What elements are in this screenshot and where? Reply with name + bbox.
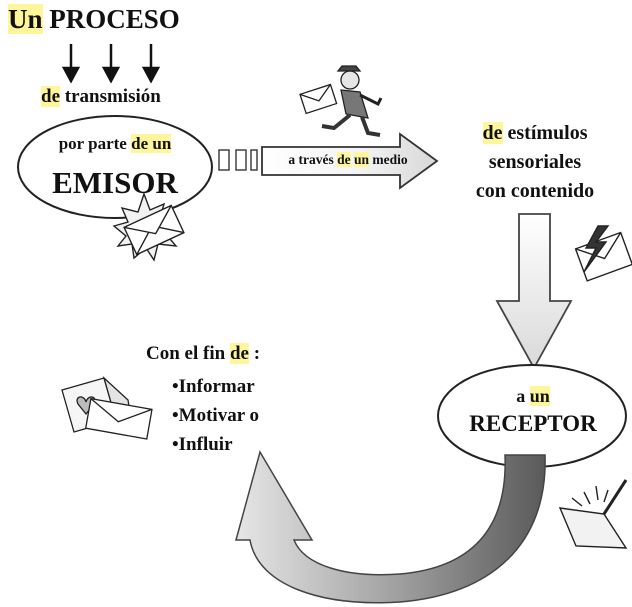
purpose-title-post: : [253,343,261,364]
title-down-arrows [61,44,161,84]
dustpan-icon [558,479,628,549]
down-arrow-3 [141,44,161,84]
medium-label: a través de un medio [262,152,434,168]
stimuli-line-2: sensoriales [488,151,582,173]
receiver-subtitle: a un [438,386,628,407]
down-arrow-2 [101,44,121,84]
emitter-line1-highlight: de un [131,134,172,153]
transmission-word: transmisión [64,86,161,107]
emitter-subtitle: por parte de un [18,134,212,154]
down-arrow-to-receiver [495,213,573,370]
lightning-envelope-icon [574,225,632,282]
purpose-list: •Informar •Motivar o •Influir [172,372,259,459]
purpose-item-informar: •Informar [172,376,255,397]
stimuli-label: de estímulos sensoriales con contenido [445,119,625,206]
receiver-hl: un [529,386,550,406]
medium-hl-de: de [337,152,351,167]
stimuli-prep: de [482,122,503,144]
stimuli-line-3: con contenido [475,180,595,202]
transmission-prep: de [41,86,60,107]
process-title: Un PROCESO [8,4,180,35]
title-word-proceso: PROCESO [49,4,180,34]
purpose-title-hl: de [229,343,249,364]
title-word-un: Un [8,4,43,34]
receiver-pre: a [516,386,526,406]
emitter-label: EMISOR [52,165,178,200]
medium-pre: a través [288,152,334,167]
down-arrow-1 [61,44,81,84]
purpose-title-pre: Con el fin [146,343,226,364]
purpose-item-motivar: •Motivar o [172,405,260,426]
medium-post: medio [372,152,408,167]
purpose-item-influir: •Influir [172,434,233,455]
running-mail-carrier-icon [299,65,383,137]
emitter-line1-pre: por parte [58,134,127,153]
receiver-label: RECEPTOR [469,411,597,436]
purpose-title: Con el fin de : [146,343,260,365]
stimuli-line1-rest: estímulos [507,122,588,144]
greeting-card-icon [61,375,153,440]
envelope-icon [112,191,185,262]
stimuli-line-1: de estímulos [445,119,625,148]
medium-hl-un: un [353,152,369,167]
return-curve-arrow [235,450,546,604]
transmission-label: de transmisión [41,86,161,108]
